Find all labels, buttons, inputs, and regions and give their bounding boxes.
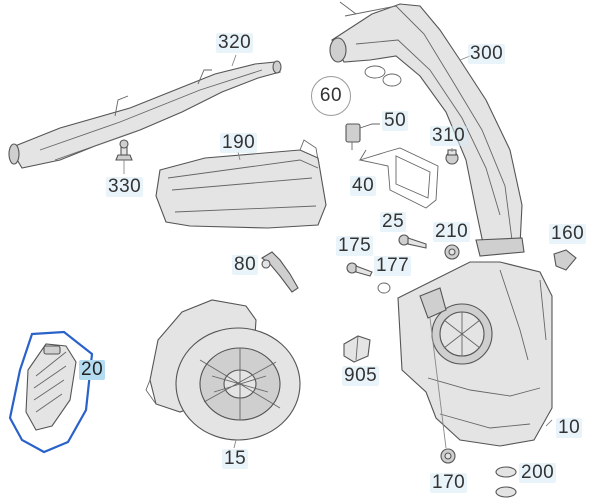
heater-frame-40[interactable] [358,147,439,209]
screw-175[interactable] [346,262,373,277]
seal-rings-60[interactable] [364,65,402,87]
label-10[interactable]: 10 [556,417,583,438]
filter-cover-190[interactable] [155,139,327,229]
blower-regulator-20[interactable] [25,343,77,431]
screw-25[interactable] [398,234,427,249]
air-duct-320[interactable] [8,60,282,169]
label-170[interactable]: 170 [430,472,468,493]
selection-outline [8,330,94,454]
label-905[interactable]: 905 [342,365,380,386]
label-210[interactable]: 210 [433,221,471,242]
label-200[interactable]: 200 [519,462,557,483]
label-20[interactable]: 20 [79,359,106,380]
screw-330[interactable] [115,139,133,161]
label-330[interactable]: 330 [106,176,144,197]
label-310[interactable]: 310 [430,125,468,146]
label-320[interactable]: 320 [216,32,254,53]
bracket-80[interactable] [261,251,299,293]
label-60[interactable]: 60 [311,76,351,116]
blower-motor-15[interactable] [145,299,301,441]
label-25[interactable]: 25 [380,211,407,232]
label-50[interactable]: 50 [382,110,409,131]
label-190[interactable]: 190 [220,132,258,153]
label-80[interactable]: 80 [232,254,259,275]
sensor-50[interactable] [345,123,380,150]
screw-170[interactable] [440,448,456,464]
cap-905[interactable] [343,335,371,363]
clip-310[interactable] [445,149,459,165]
label-177[interactable]: 177 [374,255,412,276]
label-300[interactable]: 300 [468,43,506,64]
air-channel-300[interactable] [329,1,525,257]
label-160[interactable]: 160 [549,223,587,244]
label-175[interactable]: 175 [336,235,374,256]
washer-177[interactable] [377,282,391,294]
grommet-210[interactable] [444,244,460,260]
hvac-housing-10[interactable] [397,261,553,447]
label-15[interactable]: 15 [222,448,249,469]
label-40[interactable]: 40 [350,175,377,196]
washers-200[interactable] [495,466,517,498]
clip-160[interactable] [553,249,577,271]
